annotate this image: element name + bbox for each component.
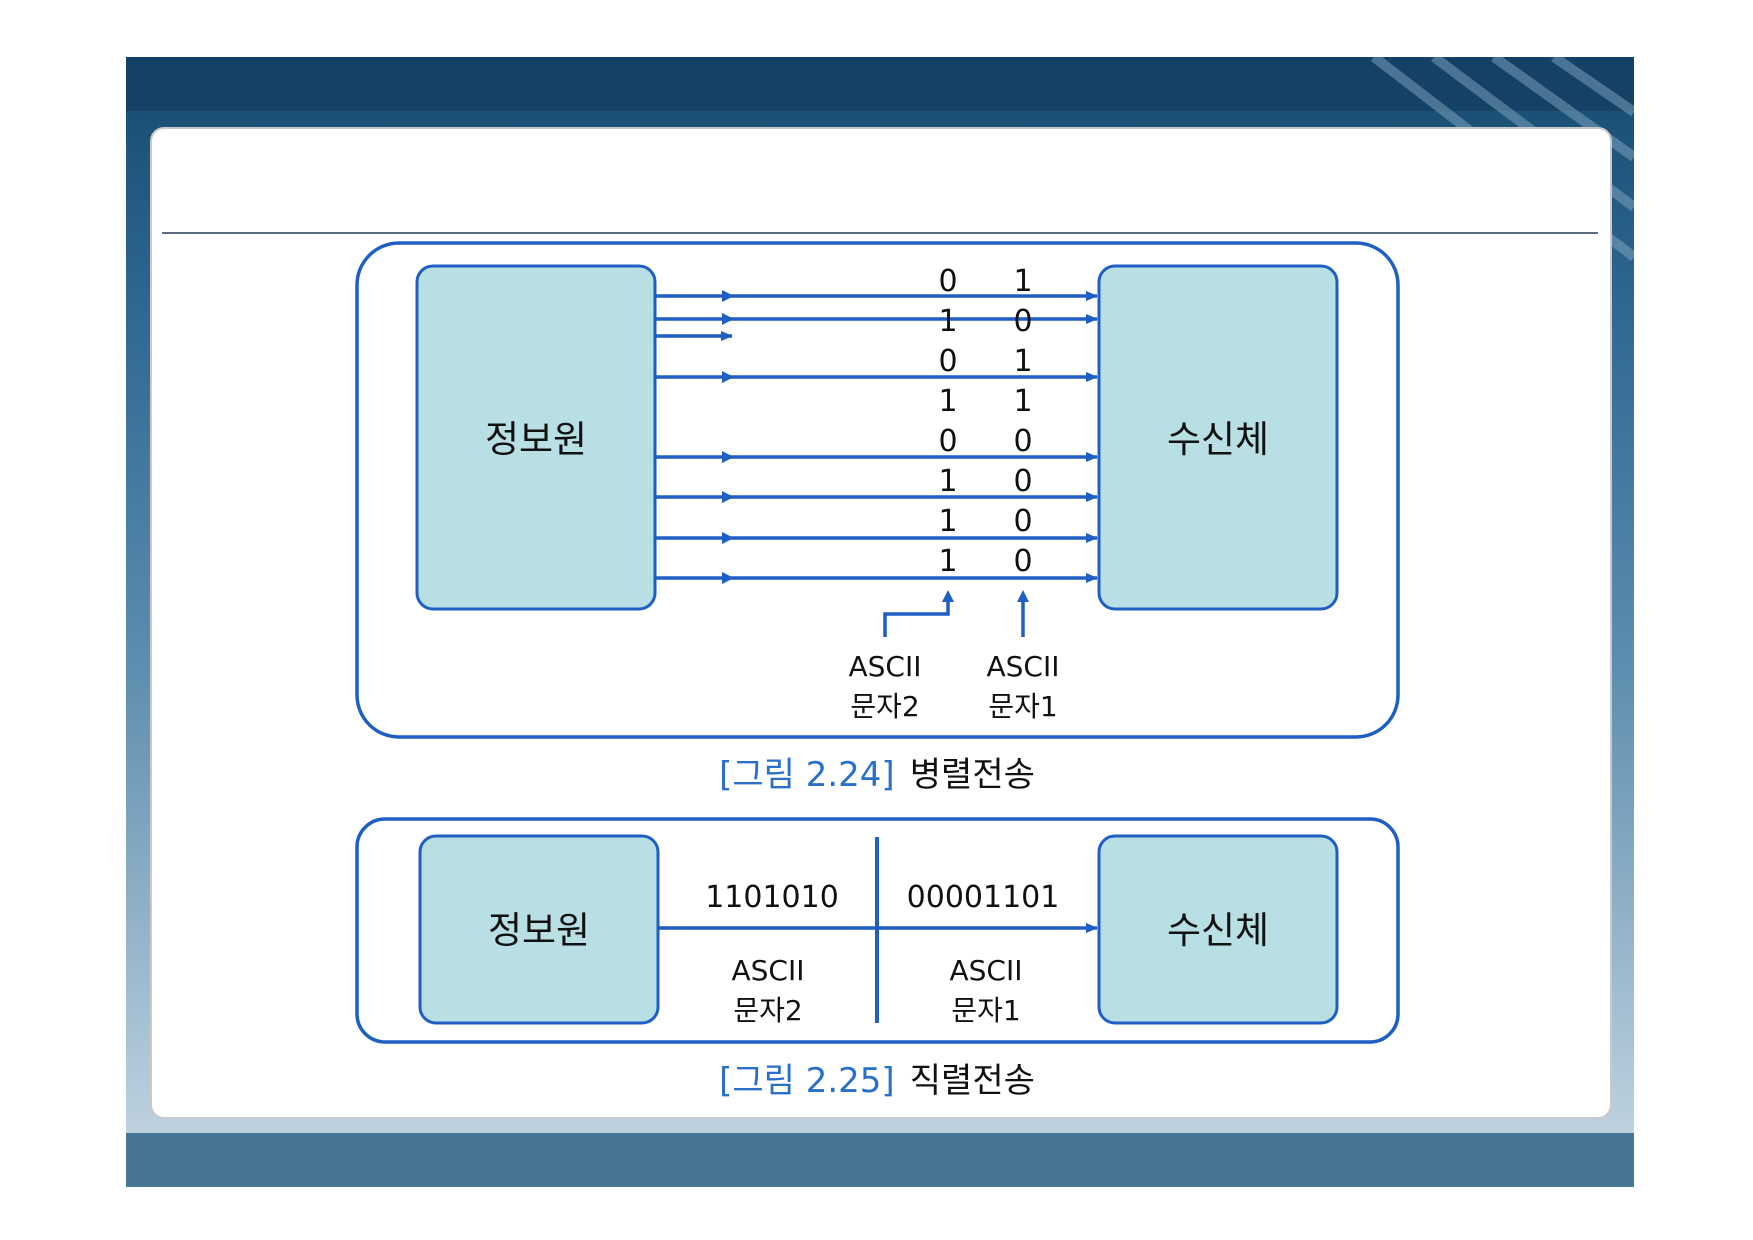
serial-figure: 정보원 수신체 1101010 00001101 ASCII 문자2 ASCII… xyxy=(355,817,1400,1101)
serial-char2-label-line2: 문자2 xyxy=(733,994,802,1027)
char2-pointer-arrow xyxy=(883,598,950,637)
bit-char2: 1 xyxy=(938,384,957,419)
serial-char1-label-line1: ASCII xyxy=(950,954,1023,987)
serial-receiver-box xyxy=(1097,834,1339,1025)
serial-char2-label-line1: ASCII xyxy=(732,954,805,987)
serial-char1-label-line2: 문자1 xyxy=(951,994,1020,1027)
parallel-caption-ref: [그림 2.24] xyxy=(719,755,895,795)
bit-char2: 1 xyxy=(938,464,957,499)
parallel-receiver-box xyxy=(1097,264,1339,611)
bit-char2: 0 xyxy=(938,424,957,459)
serial-caption-text: 직렬전송 xyxy=(910,1061,1035,1101)
parallel-bits: 0 1 1 0 0 1 1 1 0 0 1 0 1 0 1 0 xyxy=(938,264,1032,579)
bit-char1: 0 xyxy=(1013,544,1032,579)
bit-char2: 0 xyxy=(938,264,957,299)
slide-bottom-bar xyxy=(126,1133,1634,1187)
char2-label-line1: ASCII xyxy=(849,650,922,683)
serial-source-label: 정보원 xyxy=(488,909,590,952)
bit-char1: 0 xyxy=(1013,464,1032,499)
char2-label-line2: 문자2 xyxy=(850,690,919,723)
serial-bits-char2: 1101010 xyxy=(705,880,839,915)
bit-char2: 0 xyxy=(938,344,957,379)
parallel-source-box xyxy=(415,264,657,611)
parallel-caption-text: 병렬전송 xyxy=(910,755,1035,795)
title-divider xyxy=(162,232,1598,234)
bit-char2: 1 xyxy=(938,304,957,339)
serial-receiver-label: 수신체 xyxy=(1167,909,1269,952)
bit-char2: 1 xyxy=(938,544,957,579)
bit-char1: 1 xyxy=(1013,264,1032,299)
parallel-source-label: 정보원 xyxy=(485,418,587,461)
bit-char1: 1 xyxy=(1013,344,1032,379)
serial-caption: [그림 2.25] 직렬전송 xyxy=(719,1061,1035,1101)
serial-bits-char1: 00001101 xyxy=(907,880,1060,915)
parallel-figure: 정보원 수신체 0 1 1 0 0 xyxy=(355,241,1400,795)
serial-caption-ref: [그림 2.25] xyxy=(719,1061,895,1101)
parallel-lines xyxy=(655,290,1098,584)
parallel-receiver-label: 수신체 xyxy=(1167,418,1269,461)
parallel-caption: [그림 2.24] 병렬전송 xyxy=(719,755,1035,795)
parallel-pointers xyxy=(883,590,1029,637)
bit-char1: 1 xyxy=(1013,384,1032,419)
slide-top-bar xyxy=(126,57,1634,111)
bit-char1: 0 xyxy=(1013,424,1032,459)
char1-label-line1: ASCII xyxy=(987,650,1060,683)
char1-label-line2: 문자1 xyxy=(988,690,1057,723)
bit-char2: 1 xyxy=(938,504,957,539)
bit-char1: 0 xyxy=(1013,304,1032,339)
bit-char1: 0 xyxy=(1013,504,1032,539)
